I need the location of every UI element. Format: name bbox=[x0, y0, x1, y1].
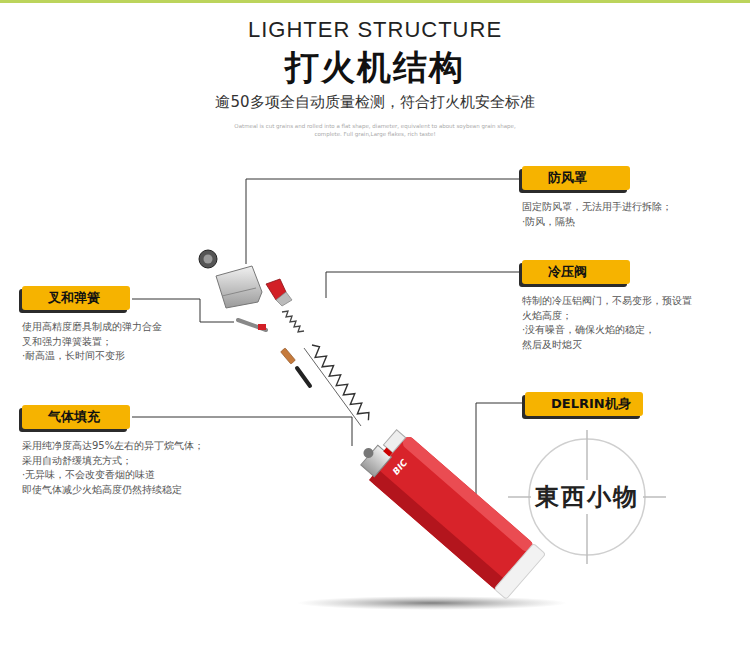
callout: 气体填充采用纯净度高达95%左右的异丁烷气体；采用自动舒缓填充方式；·无异味，不… bbox=[22, 405, 256, 497]
bottom-cap bbox=[494, 544, 545, 600]
callout: DELRIN机身 bbox=[525, 392, 647, 416]
fork-tip bbox=[258, 324, 266, 330]
copper-tube bbox=[281, 348, 296, 364]
callout-tag: 冷压阀 bbox=[522, 260, 630, 284]
callout-text: ·耐高温，长时间不变形 bbox=[22, 349, 168, 364]
lighter-body bbox=[369, 435, 535, 591]
flint-wheel bbox=[199, 250, 217, 268]
callout-text: ·无异味，不会改变香烟的味道 bbox=[22, 468, 252, 483]
callout-text: 采用自动舒缓填充方式； bbox=[22, 454, 252, 469]
page-title: 打火机结构 bbox=[0, 46, 750, 88]
wheel bbox=[361, 446, 375, 460]
fine-print: Oatmeal is cut grains and rolled into a … bbox=[225, 122, 525, 138]
watermark-cross bbox=[586, 514, 588, 564]
long-spring bbox=[312, 345, 369, 420]
watermark: 東西小物 bbox=[512, 482, 662, 512]
callout-text: 特制的冷压铝阀门，不易变形，预设置火焰高度； bbox=[522, 294, 697, 323]
callout: 叉和弹簧使用高精度磨具制成的弹力合金叉和强力弹簧装置；·耐高温，长时间不变形 bbox=[22, 286, 172, 364]
fork-piece bbox=[276, 292, 292, 306]
leader-line bbox=[476, 403, 523, 494]
floor-shadow bbox=[297, 596, 567, 610]
callout-text: 即使气体减少火焰高度仍然持续稳定 bbox=[22, 483, 252, 498]
callout-text: ·没有噪音，确保火焰的稳定， bbox=[522, 323, 697, 338]
fork-rod bbox=[238, 320, 266, 330]
leader-line bbox=[326, 272, 520, 298]
callout: 防风罩固定防风罩，无法用手进行拆除；·防风，隔热 bbox=[522, 166, 711, 229]
callout-text: 使用高精度磨具制成的弹力合金叉和强力弹簧装置； bbox=[22, 320, 168, 349]
callout-text: 然后及时熄灭 bbox=[522, 338, 697, 353]
lighter-highlight bbox=[400, 435, 535, 554]
callout: 冷压阀特制的冷压铝阀门，不易变形，预设置火焰高度；·没有噪音，确保火焰的稳定，然… bbox=[522, 260, 701, 352]
callout-tag: 气体填充 bbox=[22, 405, 130, 429]
top-bar bbox=[0, 0, 750, 3]
callout-text: ·防风，隔热 bbox=[522, 215, 707, 230]
callout-text: 固定防风罩，无法用手进行拆除； bbox=[522, 200, 707, 215]
small-spring bbox=[282, 311, 304, 332]
flint-wheel-hub bbox=[204, 255, 213, 264]
callout-text: 采用纯净度高达95%左右的异丁烷气体； bbox=[22, 439, 252, 454]
lighter-shade bbox=[369, 469, 505, 590]
leader-line bbox=[246, 179, 520, 264]
subtitle: 逾50多项全自动质量检测，符合打火机安全标准 bbox=[0, 92, 750, 112]
watermark-cross bbox=[643, 496, 666, 498]
wind-guard-fold bbox=[222, 288, 256, 296]
watermark-cross bbox=[508, 496, 531, 498]
spring-rod bbox=[304, 348, 361, 426]
brand-logo: BIC bbox=[391, 458, 410, 478]
fork-top bbox=[383, 447, 392, 456]
callout-tag: DELRIN机身 bbox=[525, 392, 643, 416]
callout-tag: 防风罩 bbox=[522, 166, 630, 190]
watermark-cross bbox=[586, 430, 588, 480]
wind-guard bbox=[216, 266, 262, 308]
flint-stick bbox=[297, 368, 310, 386]
leader-line bbox=[132, 299, 234, 322]
callout-tag: 叉和弹簧 bbox=[22, 286, 130, 310]
english-heading: LIGHTER STRUCTURE bbox=[0, 16, 750, 44]
